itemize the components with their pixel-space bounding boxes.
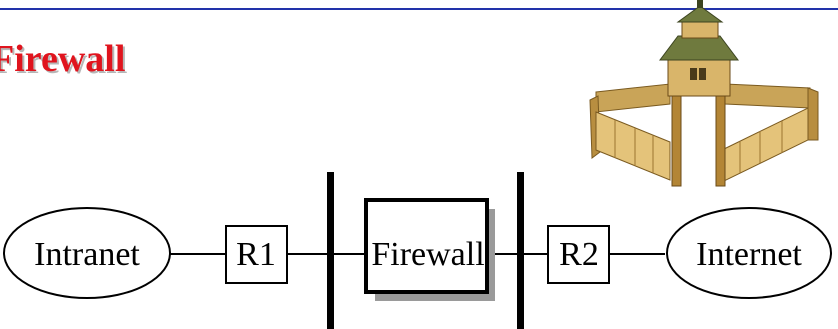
r1-label: R1 [236, 236, 276, 273]
page-title: Firewall [0, 38, 126, 80]
left-network-bar [327, 172, 334, 329]
header-rule [0, 8, 838, 10]
router-r2-node: R2 [547, 225, 610, 284]
router-r1-node: R1 [225, 225, 288, 284]
intranet-label: Intranet [34, 236, 140, 273]
internet-label: Internet [696, 236, 802, 273]
r2-label: R2 [559, 236, 599, 273]
intranet-node: Intranet [3, 207, 171, 299]
internet-node: Internet [666, 207, 832, 299]
right-network-bar [517, 172, 524, 329]
fort-illustration-icon [589, 0, 819, 187]
firewall-node: Firewall [364, 198, 495, 301]
firewall-label: Firewall [371, 236, 484, 273]
